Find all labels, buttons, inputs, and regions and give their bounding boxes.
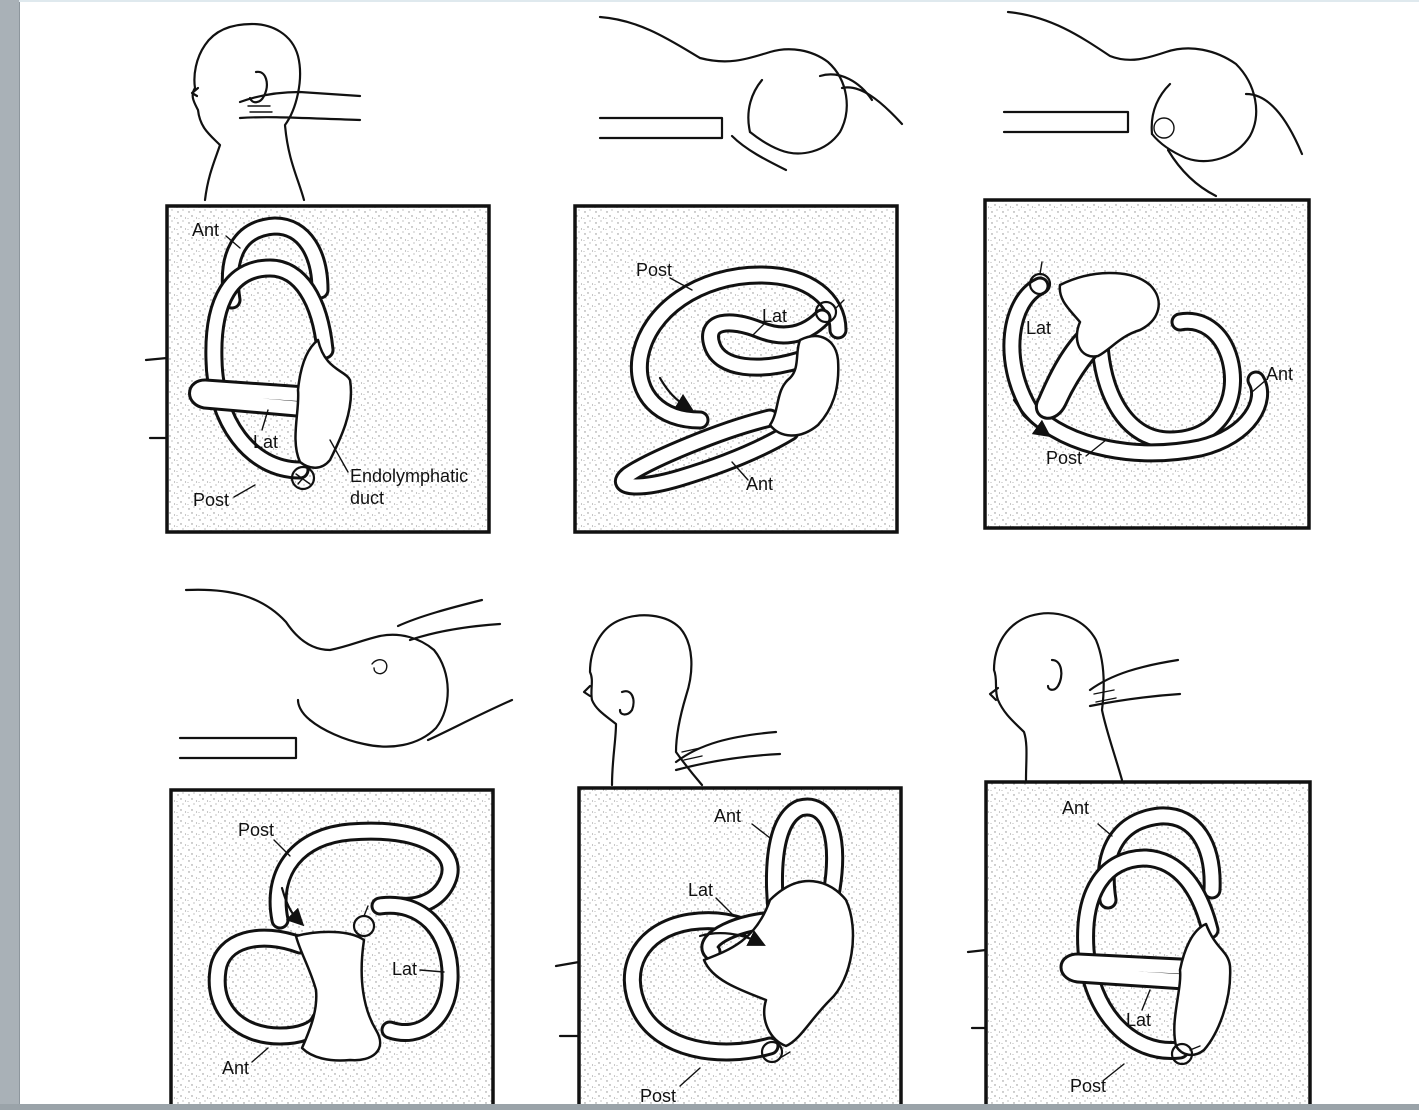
- head-side-lying-4: [180, 590, 512, 758]
- label-lat: Lat: [1126, 1010, 1151, 1030]
- label-post: Post: [636, 260, 672, 280]
- label-lat: Lat: [253, 432, 278, 452]
- label-post: Post: [640, 1086, 676, 1104]
- labyrinth-panel-3: Lat Ant Post: [985, 200, 1309, 528]
- head-seated-5: [584, 615, 780, 785]
- labyrinth-panel-1: Ant Lat Post Endolymphatic duct: [146, 206, 489, 532]
- labyrinth-panel-4: Post Lat Ant: [171, 790, 493, 1104]
- head-supine-3: [1004, 12, 1302, 196]
- label-post: Post: [1070, 1076, 1106, 1096]
- labyrinth-panel-6: Ant Lat Post: [968, 782, 1310, 1104]
- label-duct: duct: [350, 488, 384, 508]
- head-seated-1: [192, 24, 360, 200]
- label-lat: Lat: [762, 306, 787, 326]
- label-ant: Ant: [1266, 364, 1293, 384]
- label-post: Post: [238, 820, 274, 840]
- label-ant: Ant: [746, 474, 773, 494]
- label-post: Post: [1046, 448, 1082, 468]
- label-lat: Lat: [1026, 318, 1051, 338]
- label-ant: Ant: [222, 1058, 249, 1078]
- label-ant: Ant: [1062, 798, 1089, 818]
- label-ant: Ant: [192, 220, 219, 240]
- label-lat: Lat: [392, 959, 417, 979]
- labyrinth-panel-5: Ant Lat Post: [556, 788, 901, 1104]
- head-supine-2: [600, 17, 902, 170]
- label-endolymphatic: Endolymphatic: [350, 466, 468, 486]
- label-post: Post: [193, 490, 229, 510]
- window-bottom-border: [0, 1104, 1419, 1110]
- label-lat: Lat: [688, 880, 713, 900]
- head-seated-6: [990, 613, 1180, 780]
- labyrinth-panel-2: Post Lat Ant: [575, 206, 897, 532]
- label-ant: Ant: [714, 806, 741, 826]
